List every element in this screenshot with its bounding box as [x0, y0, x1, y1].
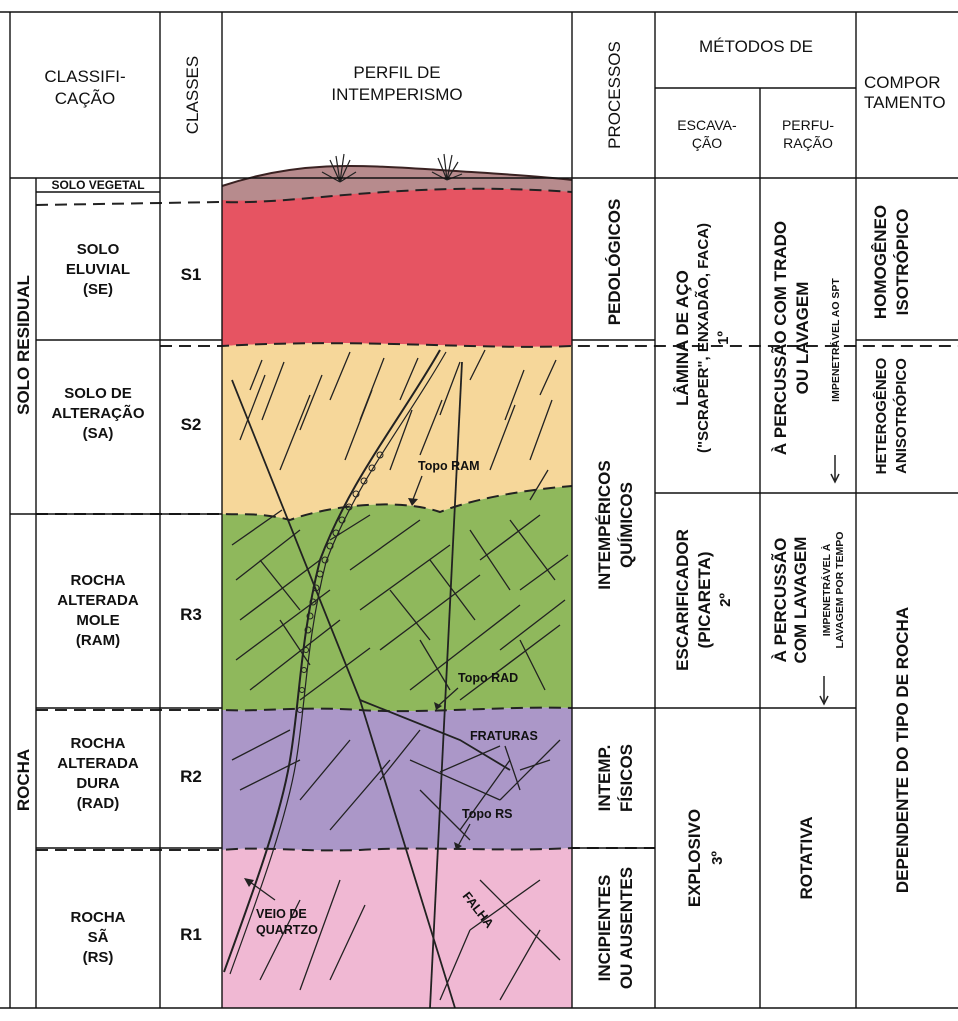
- perfuracao-p1-2: OU LAVAGEM: [793, 282, 812, 395]
- annotation-topo-ram: Topo RAM: [418, 459, 480, 473]
- layer-solo-eluvial: [222, 189, 572, 347]
- layer-name-r2-2: ALTERADA: [57, 755, 139, 772]
- processo-fisico-2: FÍSICOS: [617, 744, 636, 812]
- header-metodos: MÉTODOS DE: [699, 37, 813, 56]
- perfuracao-p2-note-1: IMPENETRÁVEL À: [820, 543, 833, 636]
- group-rocha: ROCHA: [14, 749, 33, 811]
- perfuracao-p2-1: À PERCUSSÃO: [770, 538, 790, 663]
- down-arrow-icon: [831, 455, 839, 482]
- annotation-topo-rad: Topo RAD: [458, 671, 518, 685]
- annotation-fraturas: FRATURAS: [470, 729, 538, 743]
- layer-name-r3-4: (RAM): [76, 632, 120, 649]
- header-classificacao-1: CLASSIFI-: [44, 67, 125, 86]
- processo-quimico-2: QUÍMICOS: [617, 482, 636, 568]
- annotation-veio-2: QUARTZO: [256, 923, 318, 937]
- annotation-topo-rs: Topo RS: [462, 807, 512, 821]
- layer-name-r1-2: SÃ: [88, 928, 109, 946]
- header-escavacao-1: ESCAVA-: [677, 117, 737, 133]
- comportamento-c3: DEPENDENTE DO TIPO DE ROCHA: [893, 607, 912, 893]
- layer-name-r2-1: ROCHA: [71, 735, 126, 752]
- header-processos: PROCESSOS: [605, 41, 624, 149]
- down-arrow-icon: [820, 676, 828, 704]
- perfuracao-p1-note: IMPENETRÁVEL AO SPT: [829, 278, 842, 402]
- class-r3: R3: [180, 605, 202, 624]
- comportamento-c1-1: HOMOGÊNEO: [871, 205, 890, 319]
- processo-pedologicos: PEDOLÓGICOS: [605, 199, 624, 326]
- processo-fisico-1: INTEMP.: [595, 745, 614, 812]
- escavacao-m2-2: (PICARETA): [695, 552, 714, 649]
- perfuracao-column: À PERCUSSÃO COM TRADO OU LAVAGEM IMPENET…: [770, 221, 846, 900]
- processos-column: PEDOLÓGICOS INTEMPÉRICOS QUÍMICOS INTEMP…: [595, 199, 636, 989]
- layer-name-s1-3: (SE): [83, 281, 113, 298]
- header-comportamento-2: TAMENTO: [864, 93, 946, 112]
- escavacao-m3-1: EXPLOSIVO: [685, 809, 704, 907]
- escavacao-m2-3: 2º: [717, 593, 734, 607]
- group-solo-residual: SOLO RESIDUAL: [14, 275, 33, 415]
- table-header: CLASSIFI- CAÇÃO CLASSES PERFIL DE INTEMP…: [44, 37, 945, 151]
- header-comportamento-1: COMPOR: [864, 73, 941, 92]
- escavacao-m3-2: 3º: [709, 851, 726, 865]
- layer-name-r3-2: ALTERADA: [57, 592, 139, 609]
- header-perfuracao-2: RAÇÃO: [783, 135, 833, 151]
- header-escavacao-2: ÇÃO: [692, 135, 722, 151]
- layer-name-s1-1: SOLO: [77, 241, 120, 258]
- comportamento-c2-2: ANISOTRÓPICO: [892, 358, 910, 474]
- header-classificacao-2: CAÇÃO: [55, 89, 115, 108]
- annotation-veio-1: VEIO DE: [256, 907, 307, 921]
- header-perfuracao-1: PERFU-: [782, 117, 834, 133]
- comportamento-c2-1: HETEROGÊNEO: [872, 357, 890, 474]
- escavacao-m1-3: 1º: [715, 331, 732, 345]
- header-classes: CLASSES: [183, 56, 202, 134]
- layer-name-s2-3: (SA): [83, 425, 114, 442]
- layer-name-r2-3: DURA: [76, 775, 119, 792]
- perfuracao-p3: ROTATIVA: [797, 816, 816, 899]
- layer-name-r3-3: MOLE: [76, 612, 119, 629]
- class-s1: S1: [181, 265, 202, 284]
- comportamento-column: HOMOGÊNEO ISOTRÓPICO HETEROGÊNEO ANISOTR…: [871, 205, 912, 893]
- class-s2: S2: [181, 415, 202, 434]
- processo-quimico-1: INTEMPÉRICOS: [595, 460, 614, 589]
- escavacao-m1-2: ("SCRAPER", ENXADÃO, FACA): [694, 223, 712, 453]
- classes-column: S1 S2 R3 R2 R1: [180, 265, 202, 944]
- comportamento-c1-2: ISOTRÓPICO: [893, 209, 912, 316]
- layer-name-s1-2: ELUVIAL: [66, 261, 130, 278]
- escavacao-m2-1: ESCARIFICADOR: [673, 529, 692, 671]
- layer-name-r1-3: (RS): [83, 949, 114, 966]
- layer-name-s2-2: ALTERAÇÃO: [51, 404, 144, 422]
- layer-name-r2-4: (RAD): [77, 795, 120, 812]
- profile-layers: [222, 166, 572, 1008]
- layer-name-r3-1: ROCHA: [71, 572, 126, 589]
- perfuracao-p2-2: COM LAVAGEM: [791, 537, 810, 664]
- header-perfil-1: PERFIL DE: [353, 63, 440, 82]
- processo-incipientes-2: OU AUSENTES: [617, 867, 636, 989]
- layer-name-solo-vegetal: SOLO VEGETAL: [51, 178, 144, 192]
- perfuracao-p1-1: À PERCUSSÃO COM TRADO: [770, 221, 790, 455]
- layer-name-s2-1: SOLO DE: [64, 385, 132, 402]
- perfuracao-p2-note-2: LAVAGEM POR TEMPO: [834, 532, 846, 649]
- header-perfil-2: INTEMPERISMO: [331, 85, 462, 104]
- layer-name-r1-1: ROCHA: [71, 909, 126, 926]
- processo-incipientes-1: INCIPIENTES: [595, 875, 614, 982]
- class-r1: R1: [180, 925, 202, 944]
- class-r2: R2: [180, 767, 202, 786]
- escavacao-column: LÂMINA DE AÇO ("SCRAPER", ENXADÃO, FACA)…: [673, 223, 734, 907]
- escavacao-m1-1: LÂMINA DE AÇO: [673, 270, 692, 406]
